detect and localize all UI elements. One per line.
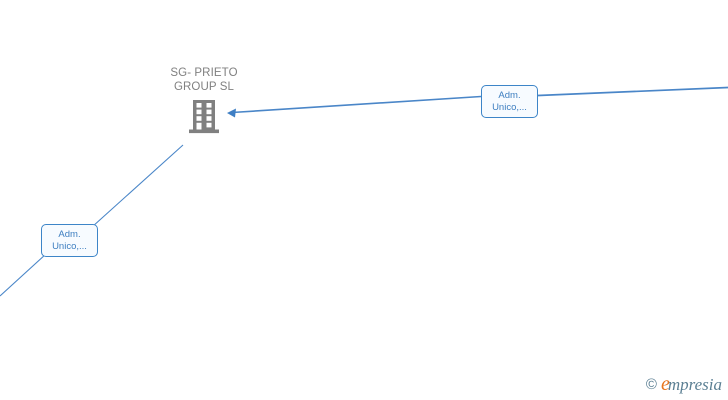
brand-initial: e xyxy=(660,373,670,395)
brand-name: mpresia xyxy=(667,375,722,394)
edge-right-to-company xyxy=(231,95,482,114)
edge-left-offscreen xyxy=(0,253,47,297)
edge-right-offscreen xyxy=(537,86,728,97)
relation-node-right[interactable]: Adm. Unico,... xyxy=(481,85,538,118)
arrow-into-company-icon xyxy=(227,108,236,118)
building-icon[interactable] xyxy=(185,98,223,136)
company-node[interactable]: SG- PRIETO GROUP SL xyxy=(144,66,264,136)
company-name-label: SG- PRIETO GROUP SL xyxy=(170,67,238,93)
relation-node-left[interactable]: Adm. Unico,... xyxy=(41,224,98,257)
relation-label-line2: Unico,... xyxy=(492,101,527,113)
empresia-watermark: © e mpresia xyxy=(646,374,722,394)
relation-label-line2: Unico,... xyxy=(52,240,87,252)
copyright-icon: © xyxy=(645,375,657,393)
edge-company-to-left xyxy=(91,144,184,228)
relation-label-line1: Adm. xyxy=(498,89,521,101)
relation-label-line1: Adm. xyxy=(58,228,81,240)
